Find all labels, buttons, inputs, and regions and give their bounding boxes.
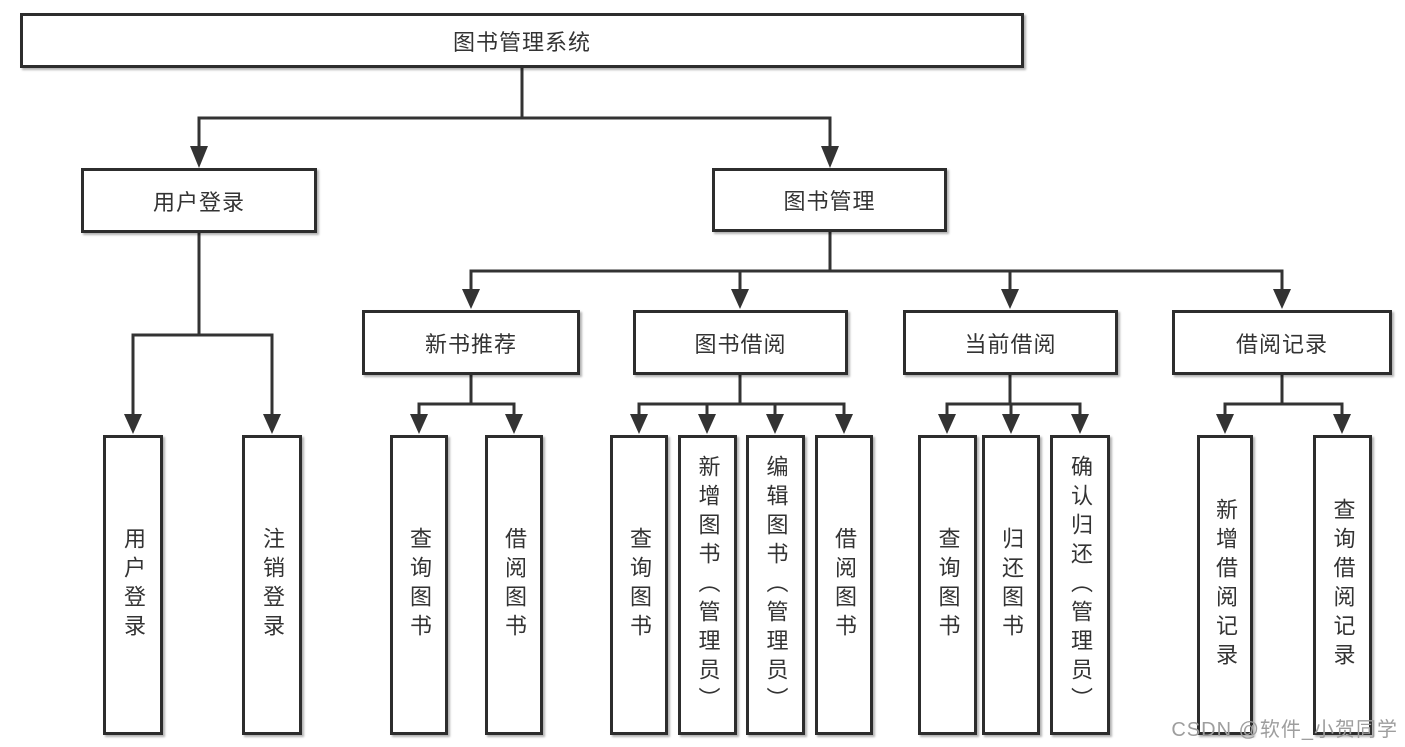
leaf-query-book-2: 查询图书 [610, 435, 668, 735]
leaf-borrow-book-2: 借阅图书 [815, 435, 873, 735]
leaf-return-book: 归还图书 [982, 435, 1040, 735]
csdn-watermark: CSDN @软件_小贺同学 [1171, 719, 1398, 741]
node-user-login: 用户登录 [81, 168, 317, 233]
leaf-confirm-return-admin: 确认归还（管理员） [1050, 435, 1110, 735]
node-root-library-system: 图书管理系统 [20, 13, 1024, 68]
leaf-add-borrow-record: 新增借阅记录 [1197, 435, 1253, 735]
leaf-logout: 注销登录 [242, 435, 302, 735]
leaf-query-book-3: 查询图书 [918, 435, 977, 735]
leaf-borrow-book-1: 借阅图书 [485, 435, 543, 735]
node-borrow-record: 借阅记录 [1172, 310, 1392, 375]
node-current-borrow: 当前借阅 [903, 310, 1118, 375]
node-book-borrow: 图书借阅 [633, 310, 848, 375]
leaf-edit-book-admin: 编辑图书（管理员） [746, 435, 805, 735]
leaf-user-login: 用户登录 [103, 435, 163, 735]
leaf-query-book-1: 查询图书 [390, 435, 448, 735]
leaf-query-borrow-record: 查询借阅记录 [1313, 435, 1372, 735]
leaf-add-book-admin: 新增图书（管理员） [678, 435, 737, 735]
node-book-management: 图书管理 [712, 168, 947, 232]
node-new-book-recommend: 新书推荐 [362, 310, 580, 375]
